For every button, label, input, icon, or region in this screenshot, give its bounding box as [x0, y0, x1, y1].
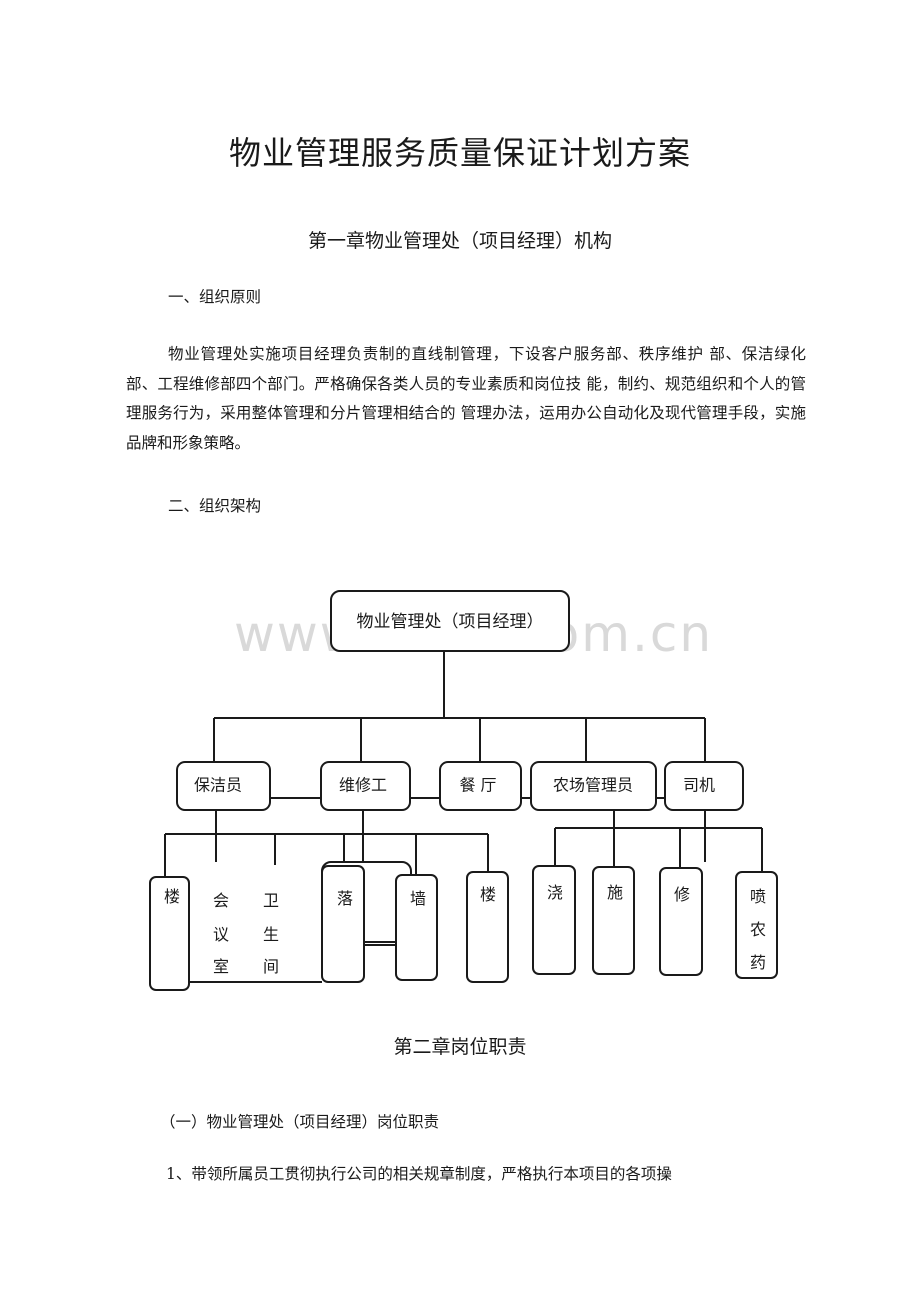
leaf-label-lou-2: 楼 [480, 885, 496, 904]
organization-paragraph: 物业管理处实施项目经理负责制的直线制管理，下设客户服务部、秩序维护 部、保洁绿化… [126, 345, 806, 452]
leaf-label-wei: 卫 [263, 891, 279, 910]
chapter-2-heading: 第二章岗位职责 [393, 1036, 527, 1058]
leaf-box-lou-1 [149, 876, 190, 991]
department-box-cleaning [176, 761, 271, 811]
department-label-maintenance: 维修工 [339, 776, 387, 795]
department-box-driver [664, 761, 744, 811]
leaf-label-jiao: 浇 [547, 883, 563, 902]
department-label-canteen: 餐 厅 [459, 776, 496, 795]
leaf-label-shi: 施 [607, 883, 623, 902]
root-label: 物业管理处（项目经理） [357, 612, 544, 632]
leaf-label-yi: 议 [213, 925, 229, 944]
root-box [330, 590, 570, 652]
department-box-maintenance [320, 761, 411, 811]
leaf-label-luo: 落 [337, 889, 353, 908]
leaf-label-yao: 药 [750, 953, 766, 972]
leaf-box-lou-2 [466, 871, 509, 983]
leaf-box-qiang [395, 874, 438, 981]
section-organization-principle: 一、组织原则 [168, 288, 262, 306]
org-chart-boxes [149, 590, 778, 991]
leaf-box-pen [735, 871, 778, 979]
department-box-canteen [439, 761, 522, 811]
chapter-1-heading: 第一章物业管理处（项目经理）机构 [307, 230, 612, 252]
leaf-label-pen: 喷 [750, 887, 766, 906]
department-label-cleaning: 保洁员 [194, 776, 242, 795]
duty-item-1: 1、带领所属员工贯彻执行公司的相关规章制度，严格执行本项目的各项操 [166, 1165, 672, 1183]
leaf-box-shi [592, 866, 635, 975]
leaf-box-jiao [532, 865, 576, 975]
leaf-label-xiu: 修 [674, 885, 690, 904]
leaf-box-luo [321, 865, 365, 983]
department-label-driver: 司机 [683, 776, 715, 795]
leaf-label-qiang: 墙 [410, 889, 426, 908]
leaf-label-sheng: 生 [263, 925, 279, 944]
subsection-manager-duties: （一）物业管理处（项目经理）岗位职责 [160, 1113, 440, 1131]
leaf-label-jian: 间 [263, 957, 279, 976]
leaf-label-shi-room: 室 [213, 957, 229, 976]
department-label-farm: 农场管理员 [553, 776, 633, 795]
leaf-label-lou-1: 楼 [164, 887, 180, 906]
department-box-farm [530, 761, 657, 811]
leaf-label-nong: 农 [750, 920, 766, 939]
leaf-box-xiu [659, 867, 703, 976]
leaf-label-hui: 会 [213, 891, 229, 910]
document-title: 物业管理服务质量保证计划方案 [228, 134, 691, 172]
section-organization-structure: 二、组织架构 [168, 497, 262, 515]
